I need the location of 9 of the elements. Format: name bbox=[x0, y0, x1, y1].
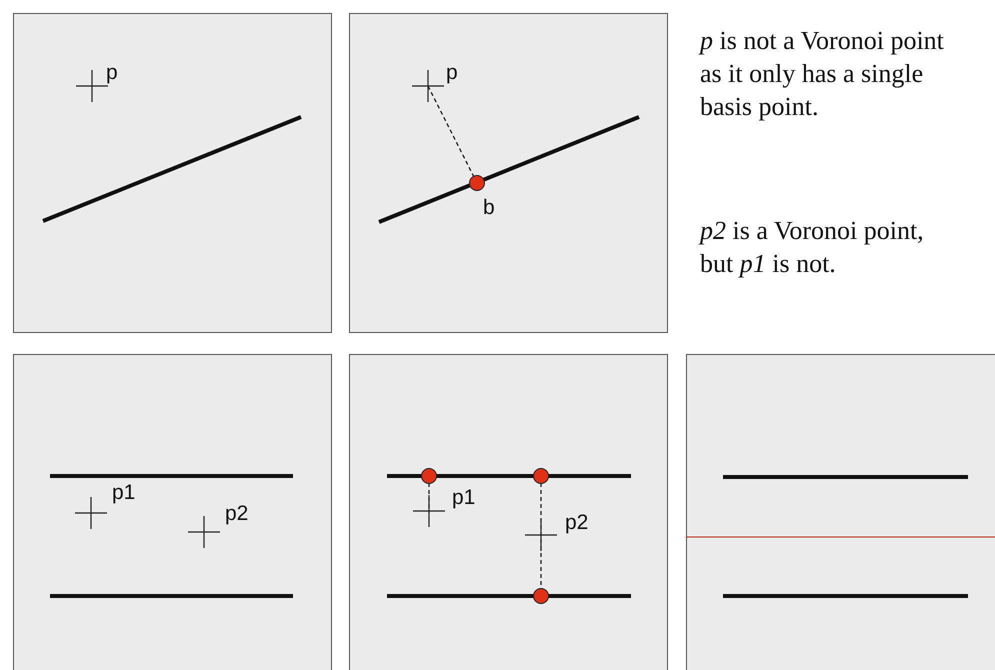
explanation-text: p2 is a Voronoi point, but p1 is not. bbox=[700, 215, 925, 280]
point-label: p bbox=[106, 62, 118, 83]
point-label: p1 bbox=[452, 487, 476, 508]
explanation-text: p is not a Voronoi point as it only has a single basis point. bbox=[700, 25, 945, 123]
point-label: p2 bbox=[565, 512, 588, 533]
point-label: p bbox=[446, 62, 458, 83]
point-label: p2 bbox=[225, 503, 248, 524]
point-label: b bbox=[483, 197, 495, 218]
point-label: p1 bbox=[112, 482, 136, 503]
